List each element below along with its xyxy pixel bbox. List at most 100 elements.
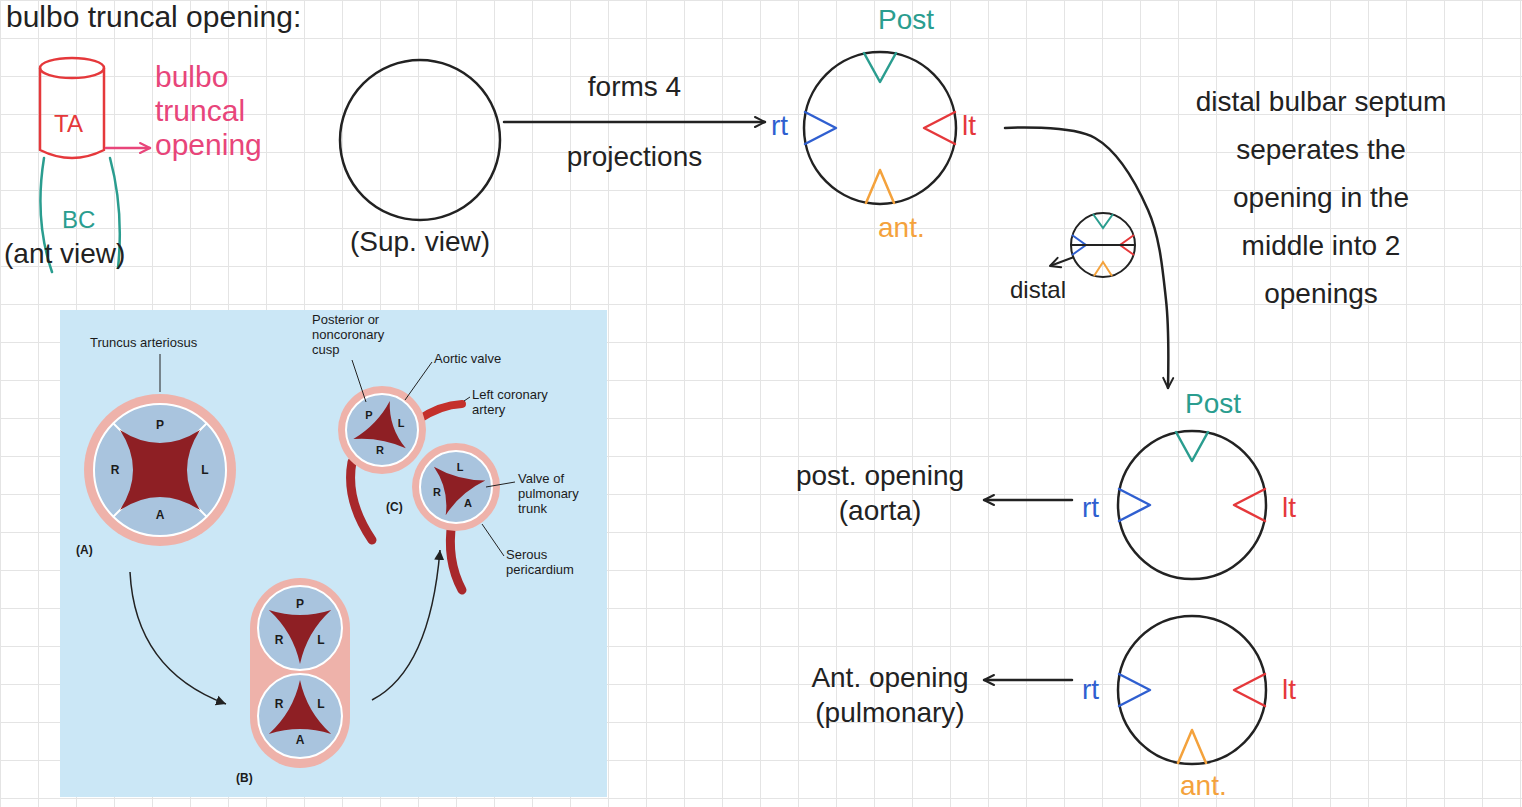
connector-arrow xyxy=(504,121,765,124)
coronary-artery xyxy=(418,404,462,420)
endocardial-projection xyxy=(1176,432,1208,461)
truncal-opening xyxy=(120,430,200,510)
leader-line xyxy=(482,524,504,556)
projection-label: lt xyxy=(962,110,976,142)
figure-label: Valve of pulmonary trunk xyxy=(518,472,598,517)
figure-label: Truncus arteriosus xyxy=(90,336,197,351)
anterior-projection xyxy=(1094,262,1112,276)
endocardial-projection xyxy=(1234,674,1265,706)
endocardial-projection xyxy=(1119,489,1150,521)
leader-line xyxy=(405,362,432,400)
vessel xyxy=(351,462,372,540)
truncus-lumen xyxy=(94,404,226,536)
valve-lumen xyxy=(258,674,342,758)
panel-tag: (A) xyxy=(76,544,93,558)
cusp-letter: R xyxy=(275,698,284,710)
projection-label: Post xyxy=(878,4,934,36)
view-caption: (ant view) xyxy=(4,238,125,270)
leader-arrow xyxy=(984,499,1072,502)
sequence-arrow xyxy=(372,550,440,700)
truncus-outline xyxy=(40,68,104,158)
opening-outline xyxy=(340,60,500,220)
cusp-letter: L xyxy=(398,418,405,429)
figure-label: Posterior or noncoronary cusp xyxy=(312,313,404,358)
edge-label: forms 4 projections xyxy=(525,52,745,192)
textbook-figure xyxy=(60,310,607,797)
projection-label: rt xyxy=(771,110,788,142)
callout-label: bulbo truncal opening xyxy=(155,60,305,162)
cusp-letter: R xyxy=(111,464,120,476)
valve-opening xyxy=(269,680,331,734)
callout-label: distal xyxy=(1010,276,1066,304)
vessel xyxy=(450,522,462,590)
leader-line xyxy=(464,397,470,401)
page-title: bulbo truncal opening: xyxy=(6,0,301,35)
note-text: distal bulbar septum seperates the openi… xyxy=(1190,78,1452,318)
figure-label: Serous pericardium xyxy=(506,548,594,578)
opening-circle: (Sup. view) xyxy=(336,56,504,270)
endocardial-projection xyxy=(1234,489,1265,521)
cusp-letter: P xyxy=(296,598,304,610)
opening-circle: Post rt lt ant. xyxy=(765,0,1005,250)
panel-tag: (C) xyxy=(386,501,403,515)
cusp-letter: R xyxy=(433,487,441,498)
endocardial-projection xyxy=(924,112,955,144)
cusp-letter: L xyxy=(317,634,324,646)
pericardium-ring xyxy=(338,386,426,474)
cusp-letter: P xyxy=(156,419,164,431)
part-label: BC xyxy=(62,206,95,234)
opening-label: Ant. opening (pulmonary) xyxy=(770,660,1010,730)
opening-circle: Post rt lt xyxy=(1078,388,1330,588)
panel-tag: (B) xyxy=(236,772,253,786)
figure-label: Left coronary artery xyxy=(472,388,572,418)
truncus-top xyxy=(40,58,104,78)
leader-line xyxy=(352,360,366,402)
valve-opening xyxy=(353,401,405,448)
endocardial-projection xyxy=(1119,674,1150,706)
projection-label: (Sup. view) xyxy=(336,226,504,258)
connector-arrow xyxy=(1005,128,1168,388)
cusp-letter: R xyxy=(376,445,384,456)
aortic-lumen xyxy=(346,394,418,466)
figure-ground xyxy=(60,310,607,797)
pericardium-ring xyxy=(250,578,350,768)
distal-septum-sketch xyxy=(1050,213,1135,277)
valve-opening xyxy=(269,610,331,664)
septum-line xyxy=(1071,244,1135,246)
projection-label: ant. xyxy=(1180,770,1227,802)
part-label: TA xyxy=(54,110,83,138)
endocardial-projection xyxy=(1178,730,1206,763)
sequence-arrow xyxy=(130,572,226,704)
cusp-letter: R xyxy=(275,634,284,646)
cusp-letter: A xyxy=(156,509,165,521)
leader-line xyxy=(486,482,515,487)
posterior-projection xyxy=(1093,214,1113,228)
cusp-letter: L xyxy=(317,698,324,710)
pulmonary-lumen xyxy=(420,451,492,523)
projection-label: rt xyxy=(1082,492,1099,524)
cusp-letter: A xyxy=(464,498,472,509)
cusp-line xyxy=(113,423,207,517)
leader-arrow xyxy=(106,147,150,150)
endocardial-projection xyxy=(805,112,836,144)
figure-label: Aortic valve xyxy=(434,352,501,367)
pericardium-ring xyxy=(84,394,236,546)
projection-label: ant. xyxy=(878,212,925,244)
opening-outline xyxy=(804,52,956,204)
projection-label: rt xyxy=(1082,674,1099,706)
opening-circle xyxy=(1071,213,1135,277)
leader-line xyxy=(160,354,161,392)
projection-label: Post xyxy=(1185,388,1241,420)
leader-arrow xyxy=(984,679,1072,682)
opening-label: post. opening (aorta) xyxy=(780,458,980,528)
cusp-letter: L xyxy=(457,462,464,473)
cusp-letter: L xyxy=(201,464,208,476)
endocardial-projection xyxy=(864,53,896,82)
cusp-letter: A xyxy=(296,734,305,746)
projection-label: lt xyxy=(1282,492,1296,524)
projection-label: lt xyxy=(1282,674,1296,706)
endocardial-projection xyxy=(866,170,894,203)
valve-opening xyxy=(434,467,485,516)
cusp-letter: P xyxy=(365,410,372,421)
